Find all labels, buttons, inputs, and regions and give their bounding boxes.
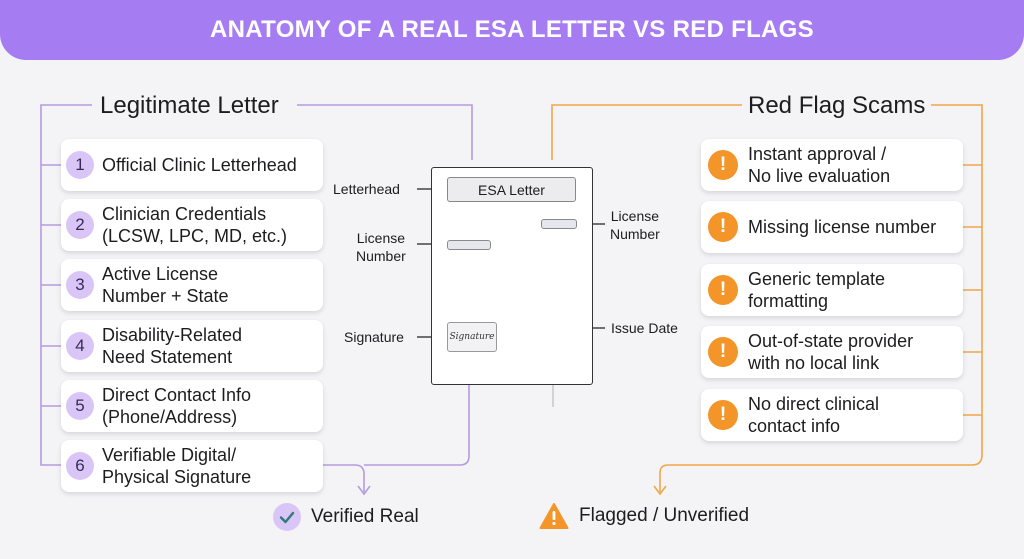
legit-item-3: 3 Active License Number + State [61, 259, 323, 311]
warning-icon: ! [708, 275, 738, 305]
document-title: ESA Letter [447, 177, 576, 202]
legend-verified-label: Verified Real [311, 506, 419, 527]
number-badge: 2 [66, 211, 94, 239]
warning-triangle-icon [539, 502, 569, 530]
number-badge: 5 [66, 392, 94, 420]
red-flag-text: Missing license number [748, 217, 937, 237]
license-number-label-left: License Number [356, 230, 406, 264]
legit-item-6: 6 Verifiable Digital/ Physical Signature [61, 440, 323, 492]
warning-icon: ! [708, 212, 738, 242]
warning-icon: ! [708, 150, 738, 180]
legend-flagged: Flagged / Unverified [539, 502, 749, 530]
number-badge: 1 [66, 151, 94, 179]
warning-icon: ! [708, 337, 738, 367]
red-flag-item-5: ! No direct clinical contact info [701, 389, 963, 441]
signature-box: Signature [447, 322, 497, 352]
legit-item-text: Verifiable Digital/ Physical Signature [102, 445, 252, 487]
legit-item-text: Direct Contact Info (Phone/Address) [102, 385, 252, 427]
warning-icon: ! [708, 400, 738, 430]
header-banner: ANATOMY OF A REAL ESA LETTER VS RED FLAG… [0, 0, 1024, 60]
number-badge: 6 [66, 452, 94, 480]
legit-item-2: 2 Clinician Credentials (LCSW, LPC, MD, … [61, 199, 323, 251]
legit-item-1: 1 Official Clinic Letterhead [61, 139, 323, 191]
license-number-label-right: License Number [610, 208, 660, 242]
red-flag-item-1: ! Instant approval / No live evaluation [701, 139, 963, 191]
red-flag-item-2: ! Missing license number [701, 201, 963, 253]
red-flag-text: No direct clinical contact info [748, 394, 880, 436]
number-badge: 3 [66, 271, 94, 299]
red-flag-text: Instant approval / No live evaluation [748, 144, 891, 186]
license-number-field-left [447, 240, 491, 250]
legitimate-title: Legitimate Letter [94, 91, 285, 121]
check-icon [273, 503, 301, 531]
legit-item-4: 4 Disability-Related Need Statement [61, 320, 323, 372]
legit-item-text: Official Clinic Letterhead [102, 155, 297, 175]
legend-flagged-label: Flagged / Unverified [579, 505, 750, 526]
legit-item-text: Active License Number + State [102, 264, 229, 306]
page-title: ANATOMY OF A REAL ESA LETTER VS RED FLAG… [210, 16, 814, 43]
legit-item-text: Clinician Credentials (LCSW, LPC, MD, et… [102, 204, 288, 246]
legend-verified: Verified Real [273, 503, 419, 531]
red-flag-item-3: ! Generic template formatting [701, 264, 963, 316]
red-flag-text: Out-of-state provider with no local link [748, 331, 914, 373]
signature-label: Signature [344, 329, 404, 345]
license-number-field-right [541, 219, 577, 229]
red-flags-title: Red Flag Scams [742, 91, 932, 121]
letterhead-label: Letterhead [333, 181, 400, 197]
legit-item-text: Disability-Related Need Statement [102, 325, 243, 367]
red-flag-text: Generic template formatting [748, 269, 886, 311]
red-flag-item-4: ! Out-of-state provider with no local li… [701, 326, 963, 378]
legit-item-5: 5 Direct Contact Info (Phone/Address) [61, 380, 323, 432]
issue-date-label: Issue Date [611, 320, 678, 336]
number-badge: 4 [66, 332, 94, 360]
